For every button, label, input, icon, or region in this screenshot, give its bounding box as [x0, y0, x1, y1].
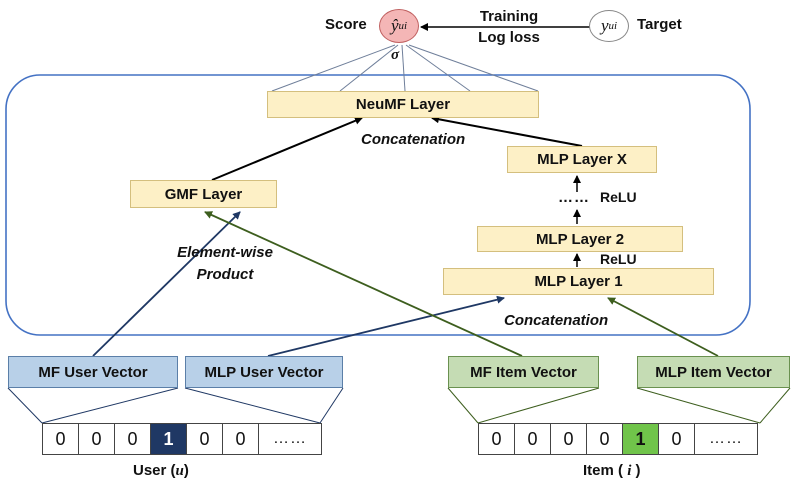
item-label-var: i — [627, 463, 632, 479]
relu-top-label: ReLU — [600, 189, 637, 205]
mlp-ellipsis: …… — [558, 189, 590, 206]
training-line1: Training — [479, 8, 539, 25]
neumf-to-score-fan — [271, 44, 539, 92]
item-label-suffix: ) — [631, 462, 641, 479]
mf-user-to-gmf-arrow — [92, 211, 241, 357]
item-label-prefix: Item ( — [583, 462, 628, 479]
score-subscript: ui — [398, 20, 408, 32]
mlp-layer-2: MLP Layer 2 — [477, 226, 683, 252]
mf-item-vector: MF Item Vector — [448, 356, 599, 388]
user-label-suffix: ) — [183, 462, 189, 479]
training-label: Training Log loss — [470, 6, 548, 48]
mlp-layer-x: MLP Layer X — [507, 146, 657, 173]
user-one-hot-vector: 0 0 0 1 0 0 …… — [42, 423, 322, 455]
mlp-item-to-mlp1-arrow — [607, 297, 719, 357]
neumf-layer: NeuMF Layer — [267, 91, 539, 118]
concatenation-bottom-label: Concatenation — [504, 312, 609, 329]
user-cell: 0 — [187, 424, 223, 454]
user-label-prefix: User ( — [133, 462, 176, 479]
training-line2: Log loss — [478, 29, 540, 46]
item-cell-ellipsis: …… — [709, 430, 743, 447]
item-label: Item ( i ) — [583, 462, 641, 480]
user-embedding-fan — [7, 387, 344, 424]
mlpx-to-neumf-arrow — [431, 115, 583, 147]
concatenation-top-label: Concatenation — [361, 131, 466, 148]
user-label: User (u) — [133, 462, 189, 480]
mf-user-vector: MF User Vector — [8, 356, 178, 388]
user-cell-ellipsis: …… — [273, 430, 307, 447]
item-cell: 0 — [479, 424, 515, 454]
item-embedding-fan — [447, 387, 791, 424]
relu-bottom-label: ReLU — [600, 251, 637, 267]
user-cell: 0 — [223, 424, 259, 454]
gmf-layer: GMF Layer — [130, 180, 277, 208]
elementwise-line1: Element-wise — [177, 244, 273, 261]
item-cell: 0 — [551, 424, 587, 454]
target-label: Target — [637, 16, 682, 33]
item-one-hot-vector: 0 0 0 0 1 0 …… — [478, 423, 758, 455]
mf-item-to-gmf-arrow — [204, 211, 523, 357]
score-symbol: ŷ — [390, 16, 399, 35]
target-symbol: y — [600, 16, 609, 35]
user-label-var: u — [175, 463, 184, 479]
gmf-to-neumf-arrow — [211, 116, 363, 181]
user-cell: 0 — [43, 424, 79, 454]
mlp-layer-1: MLP Layer 1 — [443, 268, 714, 295]
user-cell: 0 — [79, 424, 115, 454]
mlp-user-to-mlp1-arrow — [267, 295, 505, 357]
target-subscript: ui — [608, 20, 618, 32]
item-cell: 0 — [659, 424, 695, 454]
elementwise-line2: Product — [196, 266, 254, 283]
mlp-user-vector: MLP User Vector — [185, 356, 343, 388]
score-label: Score — [325, 16, 367, 33]
model-container — [5, 74, 751, 336]
item-cell-active: 1 — [623, 424, 659, 454]
user-cell: 0 — [115, 424, 151, 454]
elementwise-product-label: Element-wise Product — [160, 242, 290, 286]
item-cell: 0 — [587, 424, 623, 454]
mlp-item-vector: MLP Item Vector — [637, 356, 790, 388]
item-cell: 0 — [515, 424, 551, 454]
user-cell-active: 1 — [151, 424, 187, 454]
sigmoid-symbol: σ — [391, 47, 400, 63]
